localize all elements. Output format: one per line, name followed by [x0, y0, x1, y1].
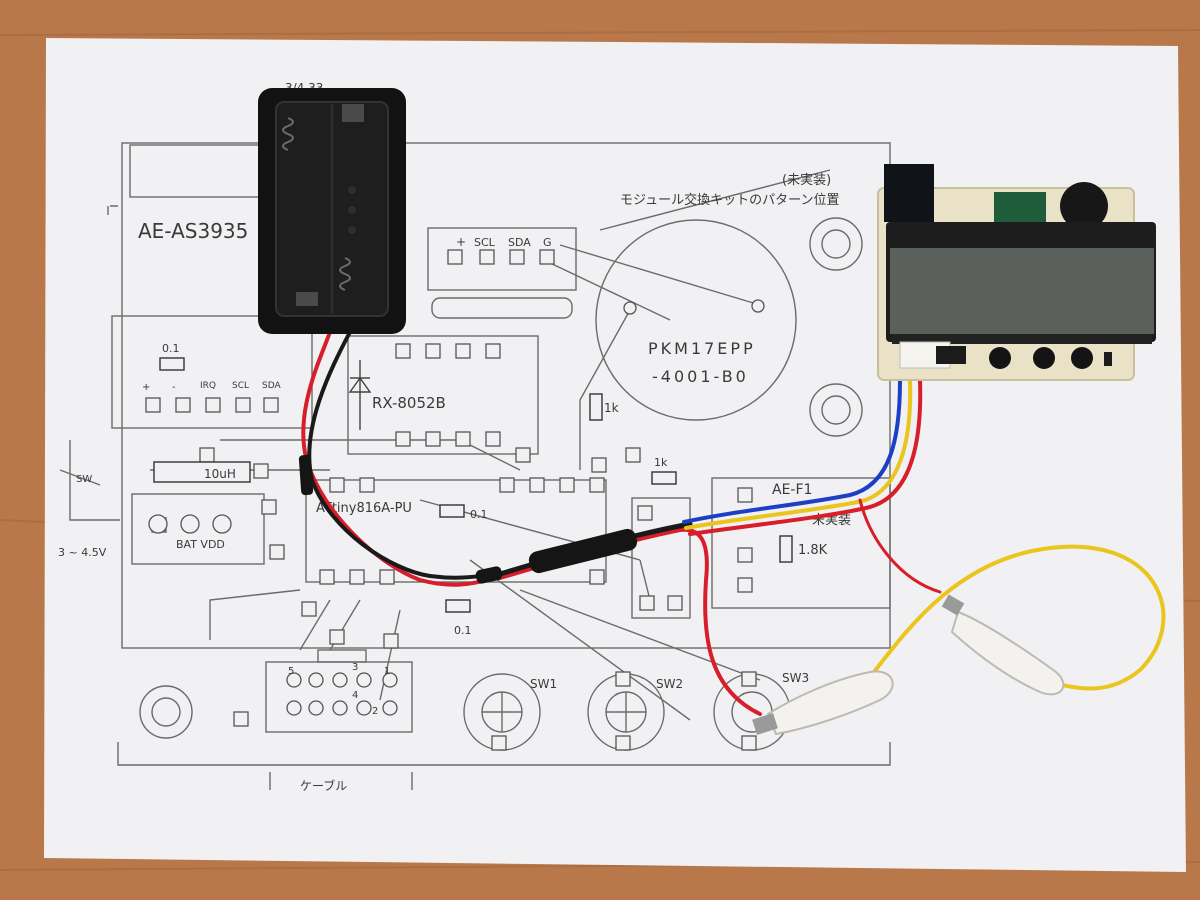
label-pin-5: 5 [288, 666, 294, 677]
label-res-18k: 1.8K [798, 543, 828, 558]
label-pin-sda: SDA [262, 381, 281, 391]
label-mcu: ATtiny816A-PU [316, 501, 412, 516]
label-unmounted-top: (未実装) [782, 172, 831, 188]
lcd-red-wire [688, 378, 923, 536]
label-pin-irq: IRQ [200, 381, 216, 391]
label-rtc: RX-8052B [372, 394, 446, 412]
label-header-scl: SCL [474, 236, 496, 249]
heat-shrink [298, 454, 638, 584]
connector-pads [148, 514, 398, 716]
diode-symbol [348, 360, 372, 430]
label-buzzer-line1: PKM17EPP [648, 339, 756, 358]
right-module-outline [711, 477, 891, 609]
label-battery-pins: BAT VDD [176, 538, 225, 551]
lcd-red-branch [858, 498, 942, 594]
pad-row [431, 297, 573, 319]
battery-black-lead [307, 330, 500, 580]
label-cap-mid: 0.1 [470, 508, 488, 521]
label-res-1k-a: 1k [604, 401, 619, 415]
lcd-board [877, 164, 1156, 381]
label-pin-1: 1 [384, 666, 390, 677]
label-pin-2: 2 [372, 706, 378, 717]
label-buzzer-line2: -4001-B0 [652, 367, 749, 386]
tactile-buttons [989, 347, 1093, 369]
alligator-clip-right [950, 610, 1065, 696]
label-sw2: SW2 [656, 677, 683, 691]
alligator-clips [752, 594, 1065, 736]
label-cap-left: 0.1 [162, 342, 180, 355]
pcb-layout-drawing [59, 142, 891, 790]
label-switch-sw: SW [76, 474, 92, 485]
alligator-clip-left [766, 670, 894, 736]
label-pin-minus: - [172, 382, 176, 393]
label-inductor: 10uH [204, 467, 236, 481]
label-pin-4: 4 [352, 690, 358, 701]
battery-connector-outline [131, 493, 265, 565]
label-voltage: 3 ~ 4.5V [58, 546, 107, 559]
buzzer-outline [595, 219, 797, 421]
lcd-blue-wire [682, 378, 902, 524]
label-as3935: AE-AS3935 [138, 219, 248, 243]
label-cap-low: 0.1 [454, 624, 472, 637]
sensor-module-outline [111, 315, 313, 429]
mcu-outline [305, 479, 607, 583]
label-cable: ケーブル [300, 778, 347, 793]
label-pin-scl: SCL [232, 381, 249, 391]
hand-lettering: 3/4 33 AE-AS3935 + SCL SDA G (未実装) モジュール… [58, 81, 851, 793]
label-module-right: AE-F1 [772, 482, 812, 498]
smd-parts [153, 357, 793, 613]
header-block [427, 227, 577, 291]
rtc-outline [347, 335, 539, 455]
label-header-sda: SDA [508, 236, 531, 249]
label-kit-note: モジュール交換キットのパターン位置 [620, 192, 839, 208]
label-sw3: SW3 [782, 671, 809, 685]
label-sw1: SW1 [530, 677, 557, 691]
battery-holder [258, 88, 406, 334]
yellow-clip-wire [858, 544, 1166, 692]
battery-red-lead [301, 330, 497, 587]
label-header-plus: + [456, 235, 466, 249]
lcd-yellow-wire [684, 378, 913, 530]
label-pin-3: 3 [352, 662, 358, 673]
buzzer-component [1060, 182, 1108, 230]
label-pin-plus: + [142, 382, 150, 393]
mounting-holes [139, 217, 863, 739]
sensor-chip-module [884, 164, 934, 222]
paper-sheet [44, 38, 1186, 872]
label-res-1k-b: 1k [654, 456, 668, 469]
label-header-g: G [543, 236, 552, 249]
